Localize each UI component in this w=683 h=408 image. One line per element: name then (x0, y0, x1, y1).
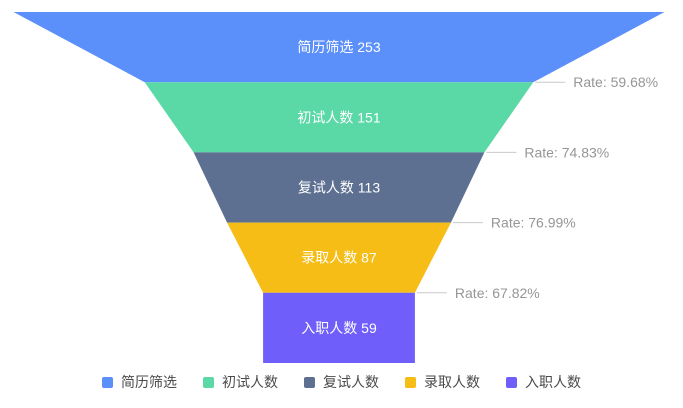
legend-item[interactable]: 初试人数 (203, 374, 278, 390)
legend: 简历筛选 初试人数 复试人数 录取人数 入职人数 (0, 374, 683, 390)
legend-swatch-icon (405, 376, 416, 388)
legend-item[interactable]: 复试人数 (304, 374, 379, 390)
funnel-segment-2[interactable] (144, 82, 534, 153)
stage-label-4: 录取人数 87 (301, 250, 377, 266)
legend-item-label: 复试人数 (323, 374, 379, 390)
legend-item-label: 入职人数 (525, 374, 581, 390)
rate-label-1: Rate: 59.68% (573, 74, 658, 90)
legend-swatch-icon (304, 376, 315, 388)
legend-item-label: 简历筛选 (121, 374, 177, 390)
stage-label-2: 初试人数 151 (297, 109, 380, 125)
legend-item[interactable]: 入职人数 (506, 374, 581, 390)
legend-swatch-icon (506, 376, 517, 388)
funnel-segment-3[interactable] (193, 152, 485, 223)
legend-swatch-icon (102, 376, 113, 388)
legend-item[interactable]: 简历筛选 (102, 374, 177, 390)
rate-label-3: Rate: 76.99% (491, 215, 576, 231)
rate-label-4: Rate: 67.82% (455, 285, 540, 301)
stage-label-1: 简历筛选 253 (297, 39, 380, 55)
legend-item-label: 初试人数 (222, 374, 278, 390)
funnel-segment-4[interactable] (227, 222, 451, 293)
stage-label-5: 入职人数 59 (301, 320, 377, 336)
stage-label-3: 复试人数 113 (298, 180, 380, 196)
legend-swatch-icon (203, 376, 214, 388)
legend-item-label: 录取人数 (424, 374, 480, 390)
rate-label-2: Rate: 74.83% (524, 144, 609, 160)
funnel-segment-5[interactable] (263, 292, 415, 363)
funnel-segment-1[interactable] (13, 12, 665, 83)
legend-item[interactable]: 录取人数 (405, 374, 480, 390)
